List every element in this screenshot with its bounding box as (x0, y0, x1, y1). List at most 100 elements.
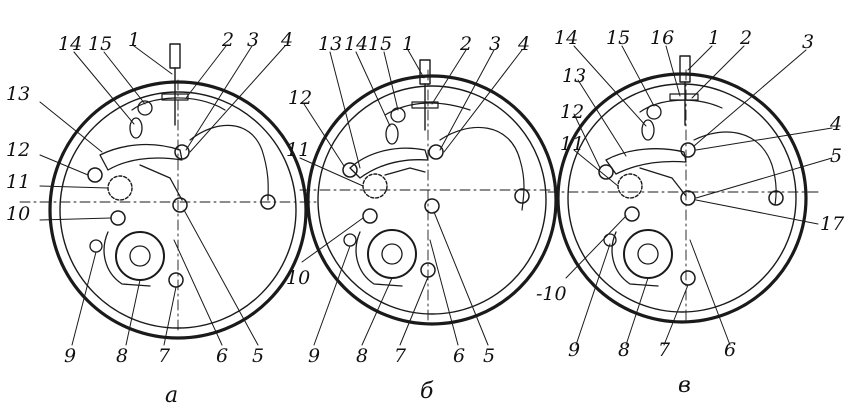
screw-5 (172, 197, 188, 213)
inner-ring (567, 83, 797, 313)
click-spring (611, 231, 659, 287)
callout-12: 12 (560, 101, 584, 123)
callout-3: 3 (247, 29, 259, 51)
spring-arc (693, 131, 777, 206)
callout-6: 6 (453, 345, 465, 367)
screw-4 (174, 144, 190, 160)
crown-wheel (669, 93, 699, 101)
callout-4: 4 (280, 29, 293, 51)
callout-1: 1 (708, 27, 720, 49)
screw-9 (343, 233, 357, 247)
gear-11 (617, 173, 643, 199)
callout-9: 9 (568, 339, 580, 361)
screw-right (514, 188, 530, 204)
screw-12 (598, 164, 614, 180)
callout-2: 2 (739, 27, 752, 49)
crown-wheel (161, 93, 189, 101)
callout-12: 12 (288, 87, 312, 109)
callout-7: 7 (658, 339, 671, 361)
barrel (623, 229, 673, 279)
callout-6: 6 (216, 345, 228, 367)
screw-4 (680, 142, 696, 158)
callout-16: 16 (650, 27, 674, 49)
callout-14: 14 (554, 27, 578, 49)
callout-10: -10 (536, 283, 567, 305)
callout-7: 7 (158, 345, 171, 367)
spring-arc (439, 126, 525, 211)
callout-15: 15 (88, 33, 112, 55)
labels-panel-v: 1 2 3 4 5 6 7 8 9 -10 11 12 13 14 15 16 … (536, 27, 845, 361)
screw-15 (137, 100, 153, 116)
screw-10 (362, 208, 378, 224)
panel-b (299, 59, 561, 326)
winding-stem (169, 43, 181, 69)
callout-5: 5 (252, 345, 264, 367)
barrel-arbor (637, 243, 659, 265)
callout-14: 14 (344, 33, 368, 55)
click-spring (103, 231, 151, 287)
callout-4: 4 (517, 33, 530, 55)
callout-10: 10 (6, 203, 30, 225)
screw-7 (680, 270, 696, 286)
caption-panel-a: a (165, 383, 178, 408)
callout-15: 15 (368, 33, 392, 55)
click-spring (355, 231, 403, 287)
callout-10: 10 (286, 267, 310, 289)
callout-12: 12 (6, 139, 30, 161)
caption-panel-v: в (678, 373, 691, 398)
callout-2: 2 (459, 33, 472, 55)
callout-14: 14 (58, 33, 82, 55)
barrel (115, 231, 165, 281)
callout-9: 9 (64, 345, 76, 367)
callout-13: 13 (318, 33, 342, 55)
callout-2: 2 (221, 29, 234, 51)
setting-lever (99, 143, 183, 171)
callout-4: 4 (829, 113, 842, 135)
winding-stem (419, 59, 431, 85)
panel-v (547, 55, 821, 324)
labels-panel-a: 1 2 3 4 5 6 7 8 9 10 11 12 13 14 15 (6, 29, 293, 367)
outer-ring (556, 72, 808, 324)
screw-7 (168, 272, 184, 288)
pin-14 (385, 123, 399, 145)
screw-right (260, 194, 276, 210)
yoke-arm (639, 167, 687, 197)
callout-5: 5 (483, 345, 495, 367)
setting-lever (349, 147, 429, 179)
yoke-arm (384, 167, 426, 176)
screw-4 (428, 144, 444, 160)
barrel-arbor (129, 245, 151, 267)
callout-1: 1 (128, 29, 140, 51)
screw-15 (646, 104, 662, 120)
callout-8: 8 (356, 345, 368, 367)
gear-11 (362, 173, 388, 199)
callout-11: 11 (286, 139, 310, 161)
barrel-arbor (381, 243, 403, 265)
screw-12 (87, 167, 103, 183)
pin-14 (129, 117, 143, 139)
screw-10 (624, 206, 640, 222)
callout-8: 8 (116, 345, 128, 367)
upper-bridge (639, 99, 723, 113)
spring-arc (189, 124, 269, 201)
caption-panel-b: б (420, 379, 434, 404)
screw-10 (110, 210, 126, 226)
callout-13: 13 (6, 83, 30, 105)
screw-12 (342, 162, 358, 178)
panel-a (19, 43, 321, 340)
screw-9 (89, 239, 103, 253)
callout-3: 3 (802, 31, 814, 53)
callout-17: 17 (820, 213, 845, 235)
callout-3: 3 (489, 33, 501, 55)
callout-13: 13 (562, 65, 586, 87)
callout-11: 11 (6, 171, 30, 193)
callout-1: 1 (402, 33, 414, 55)
labels-panel-b: 1 2 3 4 5 6 7 8 9 10 11 12 13 14 15 (286, 33, 530, 367)
callout-11: 11 (560, 133, 584, 155)
callout-8: 8 (618, 339, 630, 361)
screw-5 (424, 198, 440, 214)
pin-14 (641, 119, 655, 141)
barrel (367, 229, 417, 279)
